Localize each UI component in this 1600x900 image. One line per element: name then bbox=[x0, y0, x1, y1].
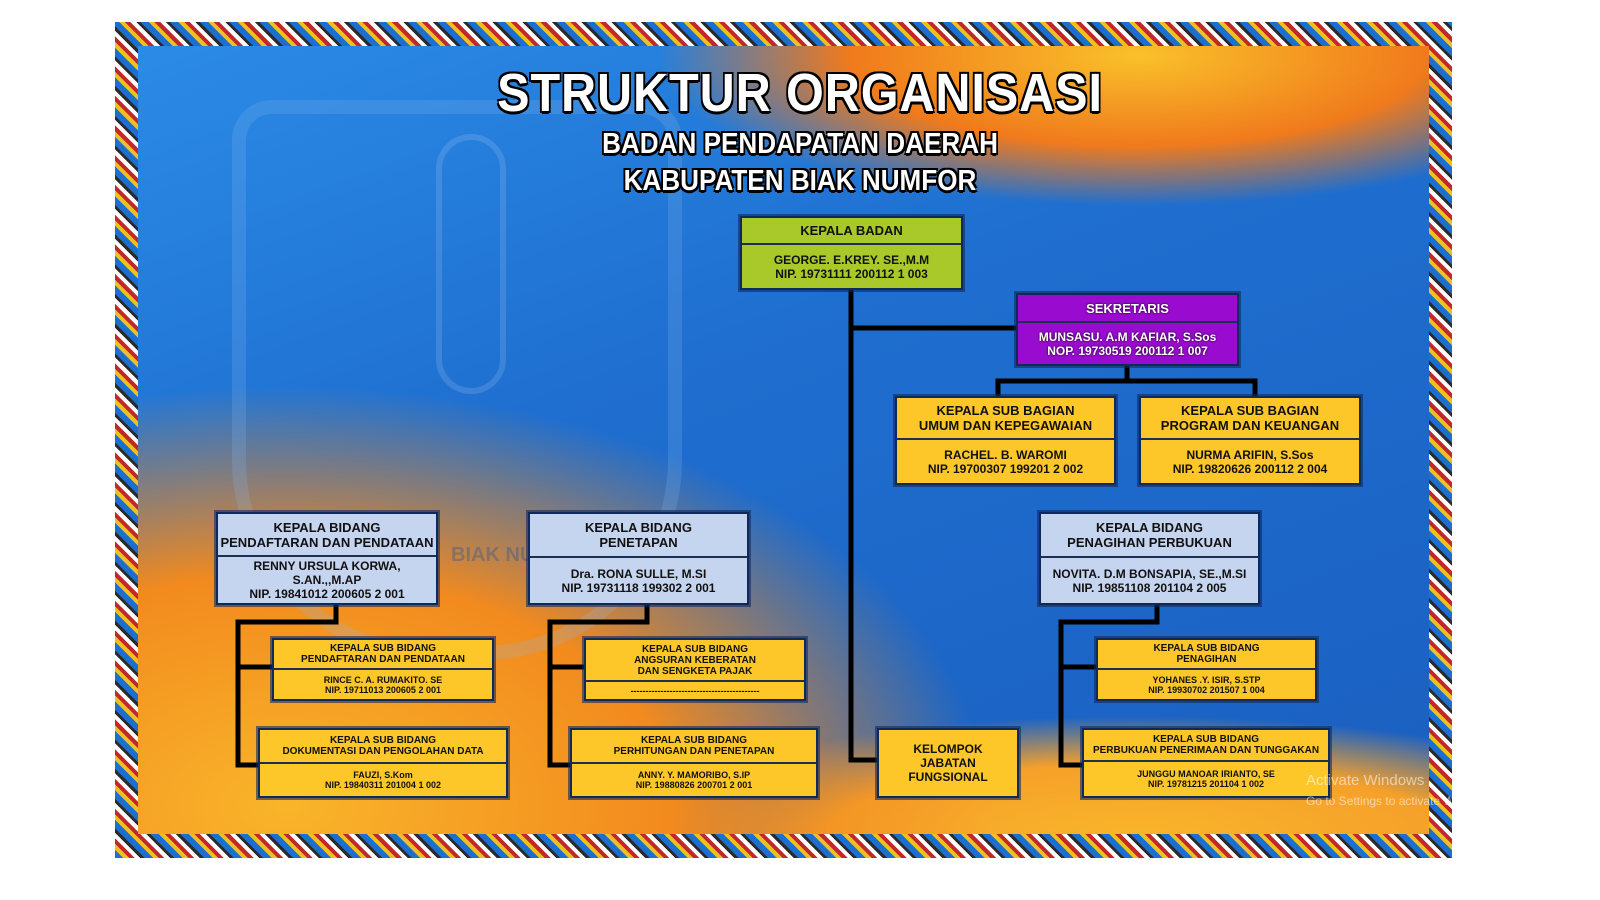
role-title: KEPALA SUB BAGIAN bbox=[936, 403, 1075, 418]
line-bidang-penetapan bbox=[547, 605, 650, 768]
role-unit: UMUM DAN KEPEGAWAIAN bbox=[918, 418, 1093, 433]
role-unit: PENETAPAN bbox=[599, 535, 678, 550]
page-title: STRUKTUR ORGANISASI bbox=[497, 63, 1103, 123]
person-name: JUNGGU MANOAR IRIANTO, SE bbox=[1137, 769, 1275, 779]
activate-windows-hint: Go to Settings to activate Windows. bbox=[1306, 794, 1496, 808]
role-unit: ANGSURAN KEBERATAN bbox=[634, 654, 756, 666]
person-name: RACHEL. B. WAROMI bbox=[944, 447, 1067, 462]
role-unit: PENDAFTARAN DAN PENDATAAN bbox=[220, 534, 434, 550]
person-nip: NIP. 19851108 201104 2 005 bbox=[1072, 580, 1227, 595]
role-title: SEKRETARIS bbox=[1086, 300, 1169, 316]
role-unit-line2: DAN SENGKETA PAJAK bbox=[637, 665, 753, 677]
line-bidang-pendaftaran bbox=[235, 605, 339, 768]
role-unit: PENAGIHAN PERBUKUAN bbox=[1067, 535, 1232, 550]
person-nip: NIP. 19880826 200701 2 001 bbox=[635, 780, 753, 790]
activate-windows-watermark: Activate Windows bbox=[1306, 772, 1425, 789]
person-name: Dra. RONA SULLE, M.SI bbox=[570, 566, 707, 581]
role-title: KEPALA SUB BIDANG bbox=[1153, 643, 1260, 654]
role-title: KEPALA SUB BAGIAN bbox=[1181, 403, 1319, 418]
role-unit: PENDAFTARAN DAN PENDATAAN bbox=[301, 654, 465, 665]
person-nip: NIP. 19781215 201104 1 002 bbox=[1148, 779, 1264, 789]
role-unit: DOKUMENTASI DAN PENGOLAHAN DATA bbox=[282, 746, 484, 757]
person-nip: NIP. 19841012 200605 2 001 bbox=[249, 587, 405, 601]
person-nip: NIP. 19711013 200605 2 001 bbox=[325, 684, 441, 695]
person-name: YOHANES .Y. ISIR, S.STP bbox=[1152, 674, 1261, 685]
line-bidang-penagihan bbox=[1058, 605, 1160, 768]
role-title: KEPALA SUB BIDANG bbox=[641, 643, 749, 655]
person-nip: NIP. 19731118 199302 2 001 bbox=[561, 580, 716, 595]
role-unit: PENAGIHAN bbox=[1176, 654, 1237, 665]
role-unit: PERHITUNGAN DAN PENETAPAN bbox=[613, 746, 775, 757]
emblem-text: BIAK NU bbox=[451, 544, 535, 566]
role-title: KEPALA BIDANG bbox=[273, 519, 381, 535]
person-name: NOVITA. D.M BONSAPIA, SE.,M.SI bbox=[1052, 566, 1247, 581]
person-nip: NIP. 19700307 199201 2 002 bbox=[927, 461, 1084, 476]
line-subbagian bbox=[995, 378, 1258, 396]
label-line: FUNGSIONAL bbox=[908, 770, 988, 784]
line-kepala-kelompok bbox=[848, 290, 878, 763]
role-title: KEPALA BIDANG bbox=[585, 520, 692, 535]
person-nip: NIP. 19820626 200112 2 004 bbox=[1172, 461, 1328, 476]
role-title: KEPALA BADAN bbox=[742, 218, 961, 245]
person-name: MUNSASU. A.M KAFIAR, S.Sos bbox=[1038, 329, 1217, 344]
role-title: KEPALA BIDANG bbox=[1096, 520, 1203, 535]
person-name: RENNY URSULA KORWA, S.AN.,,M.AP bbox=[253, 559, 401, 587]
role-title: KEPALA SUB BIDANG bbox=[329, 643, 437, 654]
role-unit: PROGRAM DAN KEUANGAN bbox=[1160, 418, 1340, 433]
label-line: KELOMPOK bbox=[913, 742, 983, 756]
role-title: KEPALA SUB BIDANG bbox=[329, 735, 437, 746]
subtitle-region: KABUPATEN BIAK NUMFOR bbox=[623, 165, 977, 197]
emblem-pillar-icon bbox=[436, 134, 506, 394]
person-nip: NOP. 19730519 200112 1 007 bbox=[1047, 343, 1208, 358]
person-nip: NIP. 19840311 201004 1 002 bbox=[325, 780, 441, 790]
person-name: RINCE C. A. RUMAKITO. SE bbox=[323, 674, 443, 685]
vacant-placeholder: ----------------------------------------… bbox=[630, 685, 760, 696]
role-unit: PERBUKUAN PENERIMAAN DAN TUNGGAKAN bbox=[1092, 745, 1320, 756]
role-title: KEPALA SUB BIDANG bbox=[1152, 734, 1260, 745]
label-line: JABATAN bbox=[920, 756, 976, 770]
person-name: GEORGE. E.KREY. SE.,M.M bbox=[773, 252, 930, 267]
role-title: KEPALA SUB BIDANG bbox=[640, 735, 748, 746]
person-name: ANNY. Y. MAMORIBO, S.IP bbox=[637, 770, 751, 780]
subtitle-agency: BADAN PENDAPATAN DAERAH bbox=[602, 128, 998, 160]
person-nip: NIP. 19930702 201507 1 004 bbox=[1148, 684, 1265, 695]
person-name: FAUZI, S.Kom bbox=[353, 770, 413, 780]
person-name: NURMA ARIFIN, S.Sos bbox=[1186, 447, 1314, 462]
person-nip: NIP. 19731111 200112 1 003 bbox=[775, 266, 928, 281]
